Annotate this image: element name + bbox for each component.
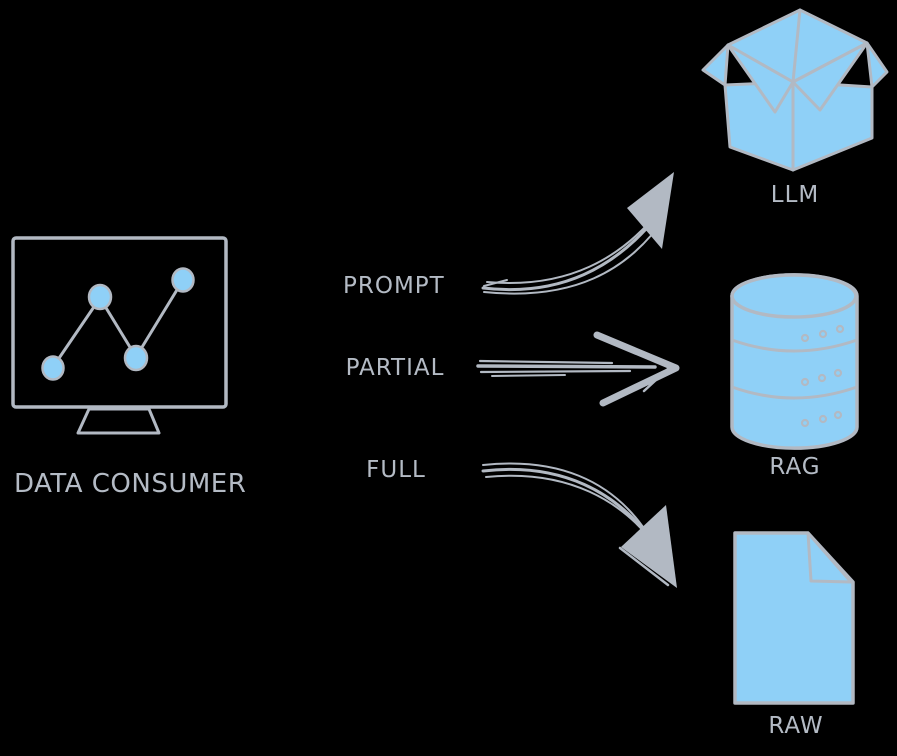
straight-arrow	[476, 331, 680, 407]
curved-up-arrow	[481, 172, 674, 295]
database-icon	[730, 273, 859, 450]
document-icon	[733, 531, 855, 705]
llm-label: LLM	[770, 182, 820, 208]
monitor-chart-icon	[11, 236, 228, 435]
full-label: FULL	[366, 457, 426, 483]
rag-label: RAG	[769, 454, 821, 480]
curved-down-arrow	[481, 462, 677, 588]
partial-label: PARTIAL	[345, 355, 445, 381]
raw-label: RAW	[768, 713, 824, 739]
open-box-icon	[701, 8, 889, 172]
prompt-label: PROMPT	[343, 273, 445, 299]
data-consumer-label: DATA CONSUMER	[14, 469, 247, 499]
